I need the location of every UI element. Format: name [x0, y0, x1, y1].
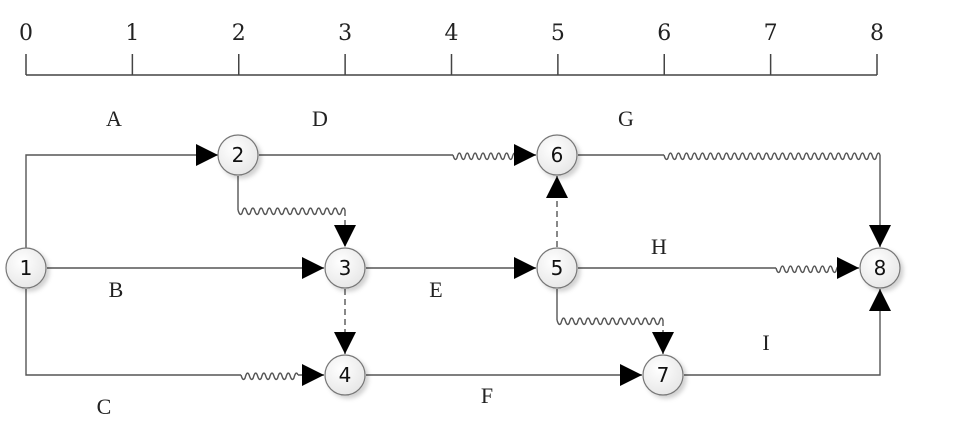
activity-G-free-float-wave: [663, 152, 881, 161]
activity-I-arrow: [684, 289, 891, 376]
dummy-2-3-free-float-wave: [237, 207, 346, 216]
activity-label-C: C: [97, 394, 112, 419]
activity-H-free-float-wave: [775, 265, 841, 274]
time-tick-label: 1: [125, 21, 139, 46]
activity-C-arrow: [25, 289, 241, 376]
activity-D-free-float-wave: [452, 152, 517, 161]
node-2-label: 2: [232, 143, 245, 167]
time-tick-label: 2: [232, 21, 246, 46]
node-3-label: 3: [339, 256, 352, 280]
activity-label-H: H: [651, 234, 667, 259]
node-2[interactable]: 2: [217, 134, 259, 176]
time-tick-label: 4: [445, 21, 459, 46]
activity-label-F: F: [481, 383, 493, 408]
node-8-label: 8: [874, 256, 887, 280]
node-8[interactable]: 8: [859, 247, 901, 289]
node-3[interactable]: 3: [324, 247, 366, 289]
node-4[interactable]: 4: [324, 354, 366, 396]
dummy-5-7-free-float-wave: [556, 317, 664, 326]
node-4-label: 4: [339, 363, 352, 387]
node-7[interactable]: 7: [642, 354, 684, 396]
time-tick-label: 6: [657, 21, 671, 46]
time-tick-label: 3: [338, 21, 352, 46]
activity-label-B: B: [109, 277, 124, 302]
time-scale: 0 1 2 3 4 5 6 7 8: [19, 21, 884, 76]
node-1-label: 1: [20, 256, 33, 280]
time-tick-label: 0: [19, 21, 33, 46]
node-5[interactable]: 5: [536, 247, 578, 289]
time-tick-label: 7: [764, 21, 778, 46]
activity-label-I: I: [762, 330, 769, 355]
time-tick-label: 5: [551, 21, 565, 46]
activity-label-D: D: [312, 106, 328, 131]
node-1[interactable]: 1: [5, 247, 47, 289]
activity-label-G: G: [618, 106, 634, 131]
activity-A-arrow: [25, 144, 218, 248]
node-5-label: 5: [551, 256, 564, 280]
edges: [25, 144, 891, 386]
activity-label-E: E: [429, 277, 442, 302]
node-6-label: 6: [551, 143, 564, 167]
activity-labels: A B C D E F G H I: [97, 106, 770, 419]
activity-C-free-float-wave: [240, 372, 299, 381]
activity-label-A: A: [106, 106, 122, 131]
node-6[interactable]: 6: [536, 134, 578, 176]
time-tick-label: 8: [870, 21, 884, 46]
node-7-label: 7: [657, 363, 670, 387]
nodes: 1 2 3 4 5 6 7 8: [5, 134, 901, 396]
